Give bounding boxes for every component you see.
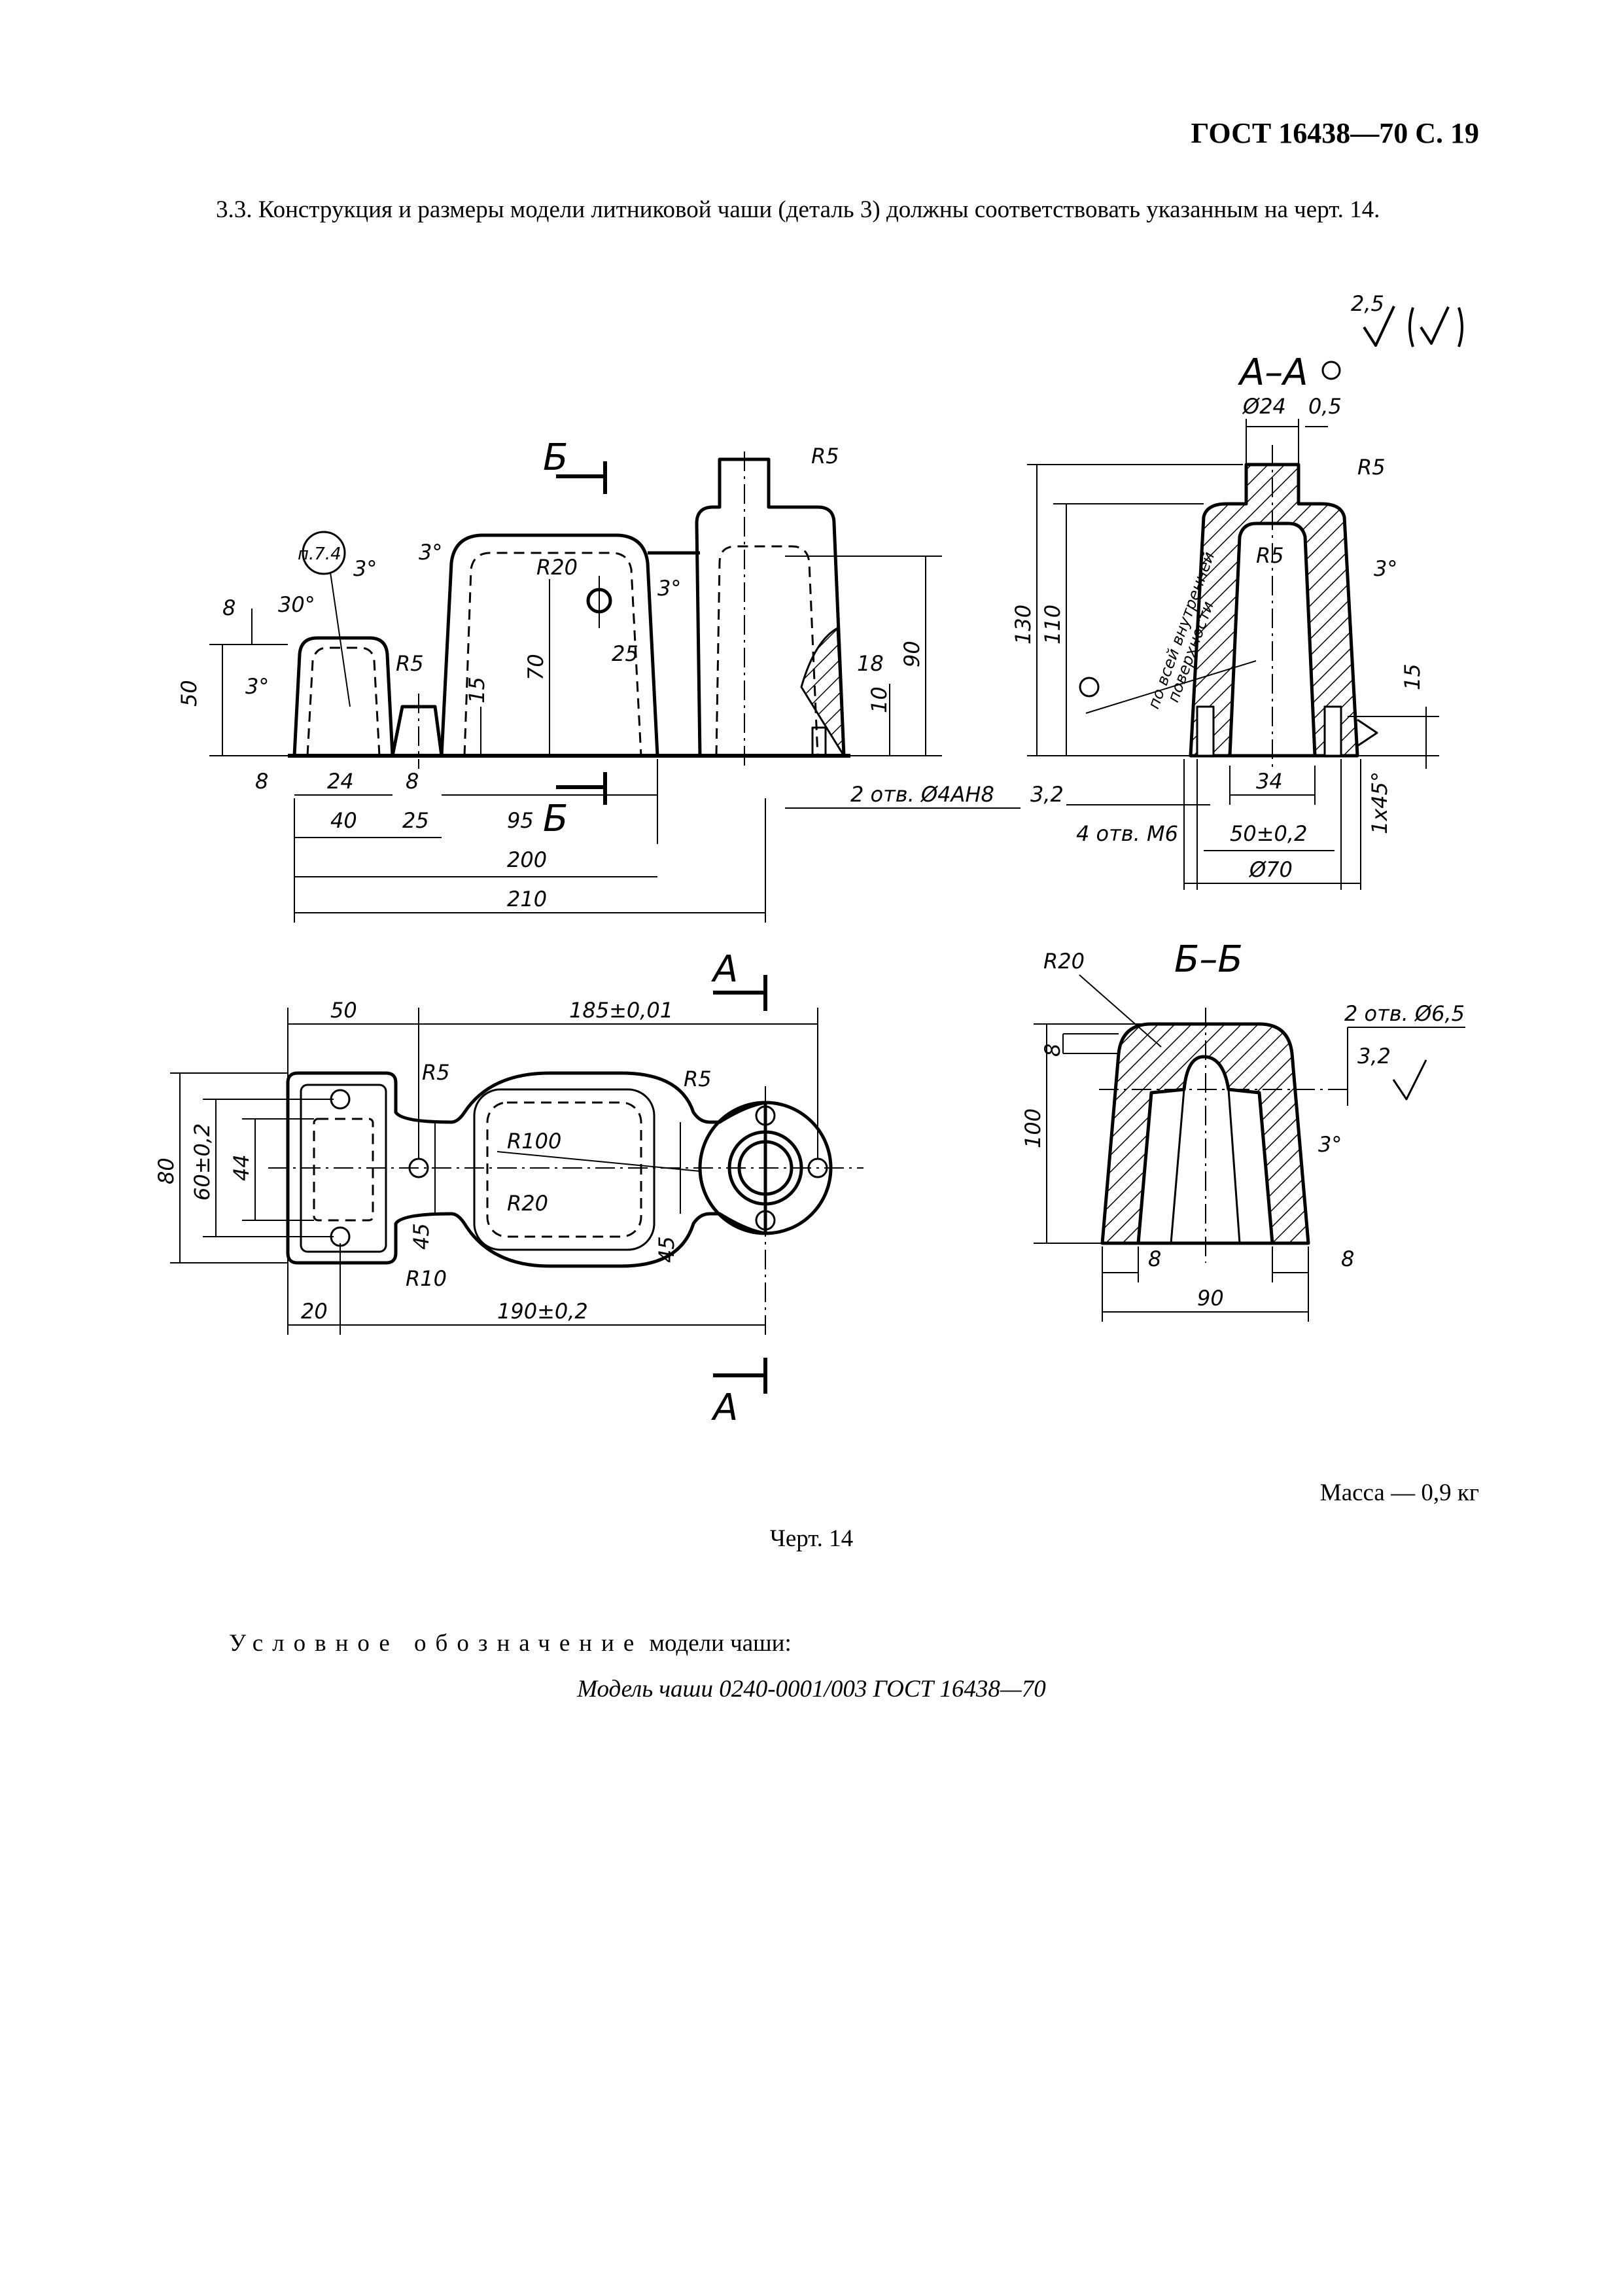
dim-label: 15	[464, 677, 489, 703]
dim-label: 10	[867, 686, 892, 713]
dim-label: Ø24	[1242, 394, 1286, 419]
dim-label: 3°	[245, 674, 269, 699]
cut-a-bottom: А	[711, 1386, 738, 1429]
dim-label: 8	[406, 769, 419, 794]
designation-rest: модели чаши:	[643, 1630, 792, 1657]
dim-label: R5	[422, 1060, 450, 1085]
dim-label: 130	[1011, 605, 1036, 645]
dim-label: 18	[857, 651, 884, 676]
dim-label: 20	[301, 1299, 328, 1324]
dim-label: R100	[507, 1129, 561, 1154]
dim-label: 45	[409, 1223, 434, 1250]
figure-caption: Черт. 14	[769, 1525, 854, 1552]
dim-label: R5	[1357, 455, 1386, 480]
roughness-value: 2,5	[1351, 291, 1384, 316]
dim-label: 8	[1040, 1044, 1065, 1057]
dim-label: 4 отв. М6	[1076, 821, 1178, 846]
dim-label: 95	[507, 808, 534, 833]
designation-label: Условное обозначение	[229, 1630, 644, 1657]
front-view-labels: 8 50 30° 3° 3° 3° R5 R20 70 15 25 3° R5 …	[177, 444, 994, 911]
dim-label: R20	[507, 1191, 548, 1216]
dim-label: 8	[1148, 1246, 1161, 1271]
technical-drawing: 2,5 А–А Б–Б Б Б А А п.7.4 8 50 30° 3° 3°…	[154, 291, 1465, 1429]
front-view	[209, 451, 1021, 923]
dim-label: R20	[1043, 949, 1085, 974]
dim-label: 3°	[353, 556, 377, 581]
dim-label: R5	[1256, 543, 1284, 568]
dim-label: 2 отв. Ø6,5	[1344, 1001, 1465, 1026]
section-aa-title: А–А	[1238, 351, 1308, 394]
dim-label: 30°	[278, 592, 315, 617]
dim-label: 80	[154, 1157, 179, 1184]
dim-label: 3°	[419, 540, 442, 565]
section-bb-labels: R20 2 отв. Ø6,5 3,2 8 100 3° 8 8 90	[1021, 949, 1465, 1311]
dim-label: 3,2	[1030, 782, 1064, 807]
dim-label: 8	[255, 769, 268, 794]
section-bb-title: Б–Б	[1174, 938, 1243, 981]
ref-note: п.7.4	[298, 544, 341, 564]
cut-b-top: Б	[543, 436, 568, 479]
dim-label: 2 отв. Ø4АН8	[850, 782, 994, 807]
plan-view	[170, 975, 864, 1394]
dim-label: 3°	[657, 576, 681, 601]
dim-label: 90	[899, 641, 924, 667]
cut-b-bottom: Б	[543, 798, 568, 840]
dim-label: 210	[507, 887, 547, 911]
dim-label: 3°	[1374, 556, 1397, 581]
dim-label: 45	[654, 1236, 679, 1263]
dim-label: 25	[612, 641, 638, 666]
dim-label: 24	[327, 769, 354, 794]
designation-line: Условное обозначение модели чаши:	[229, 1629, 792, 1657]
dim-label: R5	[811, 444, 839, 468]
dim-label: 60±0,2	[190, 1123, 215, 1201]
dim-label: 3,2	[1357, 1044, 1391, 1069]
dim-label: 40	[330, 808, 357, 833]
rotated-view-mark	[1321, 361, 1341, 380]
dim-label: 185±0,01	[569, 998, 673, 1023]
dim-label: 190±0,2	[497, 1299, 588, 1324]
dim-label: 8	[1341, 1246, 1354, 1271]
dim-label: 15	[1400, 663, 1425, 690]
dim-label: 44	[229, 1154, 254, 1181]
dim-label: 50	[330, 998, 357, 1023]
roughness-mark	[1363, 306, 1463, 347]
dim-label: 50±0,2	[1230, 821, 1307, 846]
dim-label: 25	[402, 808, 429, 833]
dim-label: 90	[1197, 1286, 1224, 1311]
dim-label: 0,5	[1308, 394, 1342, 419]
dim-label: 8	[222, 595, 236, 620]
section-paragraph: 3.3. Конструкция и размеры модели литник…	[216, 196, 1380, 223]
dim-label: R10	[406, 1266, 447, 1291]
mass-note: Масса — 0,9 кг	[1319, 1479, 1479, 1506]
dim-label: R5	[396, 651, 424, 676]
dim-label: Ø70	[1248, 857, 1293, 882]
dim-label: 200	[507, 847, 547, 872]
page-header: ГОСТ 16438—70 С. 19	[1191, 117, 1479, 149]
dim-label: 34	[1256, 769, 1283, 794]
dim-label: 50	[177, 680, 201, 707]
plan-view-labels: 50 185±0,01 R5 R5 R100 R20 80 60±0,2 44 …	[154, 998, 712, 1324]
model-designation: Модель чаши 0240-0001/003 ГОСТ 16438—70	[577, 1676, 1046, 1703]
dim-label: R5	[684, 1067, 712, 1091]
cut-a-top: А	[711, 948, 738, 991]
dim-label: 3°	[1318, 1132, 1342, 1157]
dim-label: R20	[536, 555, 578, 580]
section-bb	[1034, 974, 1465, 1322]
dim-label: 1х45°	[1367, 771, 1392, 834]
dim-label: 110	[1040, 605, 1065, 645]
section-aa	[1027, 419, 1439, 890]
section-aa-labels: Ø24 0,5 R5 R5 3° 130 110 15 3,2 34 4 отв…	[1011, 394, 1425, 882]
dim-label: 70	[523, 654, 548, 680]
dim-label: 100	[1021, 1108, 1045, 1148]
